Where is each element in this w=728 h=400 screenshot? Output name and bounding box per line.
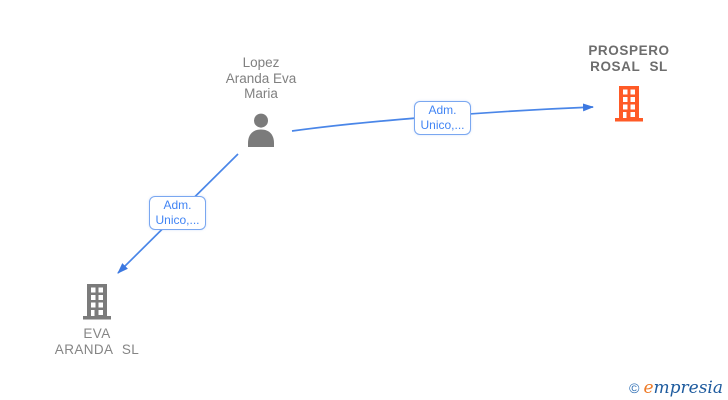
company-secondary-name-line: EVA xyxy=(83,326,111,341)
edge-label-adm-unico[interactable]: Adm. Unico,... xyxy=(149,196,206,230)
edge-label-line: Unico,... xyxy=(420,118,465,132)
person-name-line: Aranda Eva xyxy=(225,70,297,86)
copyright-icon: © xyxy=(629,380,640,396)
company-main-name-line: PROSPERO xyxy=(588,43,670,58)
person-name-line: Maria xyxy=(244,86,278,101)
person-icon xyxy=(248,113,274,147)
company-secondary-name: EVA ARANDA SL xyxy=(27,326,167,357)
building-icon xyxy=(615,86,643,122)
node-company-prospero-rosal-sl[interactable]: PROSPERO ROSAL SL xyxy=(556,43,702,122)
company-main-name: PROSPERO ROSAL SL xyxy=(556,43,702,74)
brand-wordmark: empresia xyxy=(643,379,723,397)
edge-label-line: Unico,... xyxy=(155,213,200,227)
building-icon xyxy=(83,284,111,320)
company-secondary-name-line: ARANDA SL xyxy=(54,341,140,357)
brand-rest-letters: mpresia xyxy=(653,378,724,398)
edge-label-line: Adm. xyxy=(428,103,457,117)
empresia-logo[interactable]: © empresia xyxy=(629,379,723,397)
company-main-name-line: ROSAL SL xyxy=(590,58,668,74)
person-name: Lopez Aranda Eva Maria xyxy=(191,55,331,102)
node-company-eva-aranda-sl[interactable]: EVA ARANDA SL xyxy=(27,284,167,357)
edge-label-line: Adm. xyxy=(163,198,192,212)
edge-label-adm-unico[interactable]: Adm. Unico,... xyxy=(414,101,471,135)
person-name-line: Lopez xyxy=(242,55,280,70)
brand-lead-letter: e xyxy=(643,378,654,398)
node-person-lopez-aranda-eva-maria[interactable]: Lopez Aranda Eva Maria xyxy=(191,55,331,147)
